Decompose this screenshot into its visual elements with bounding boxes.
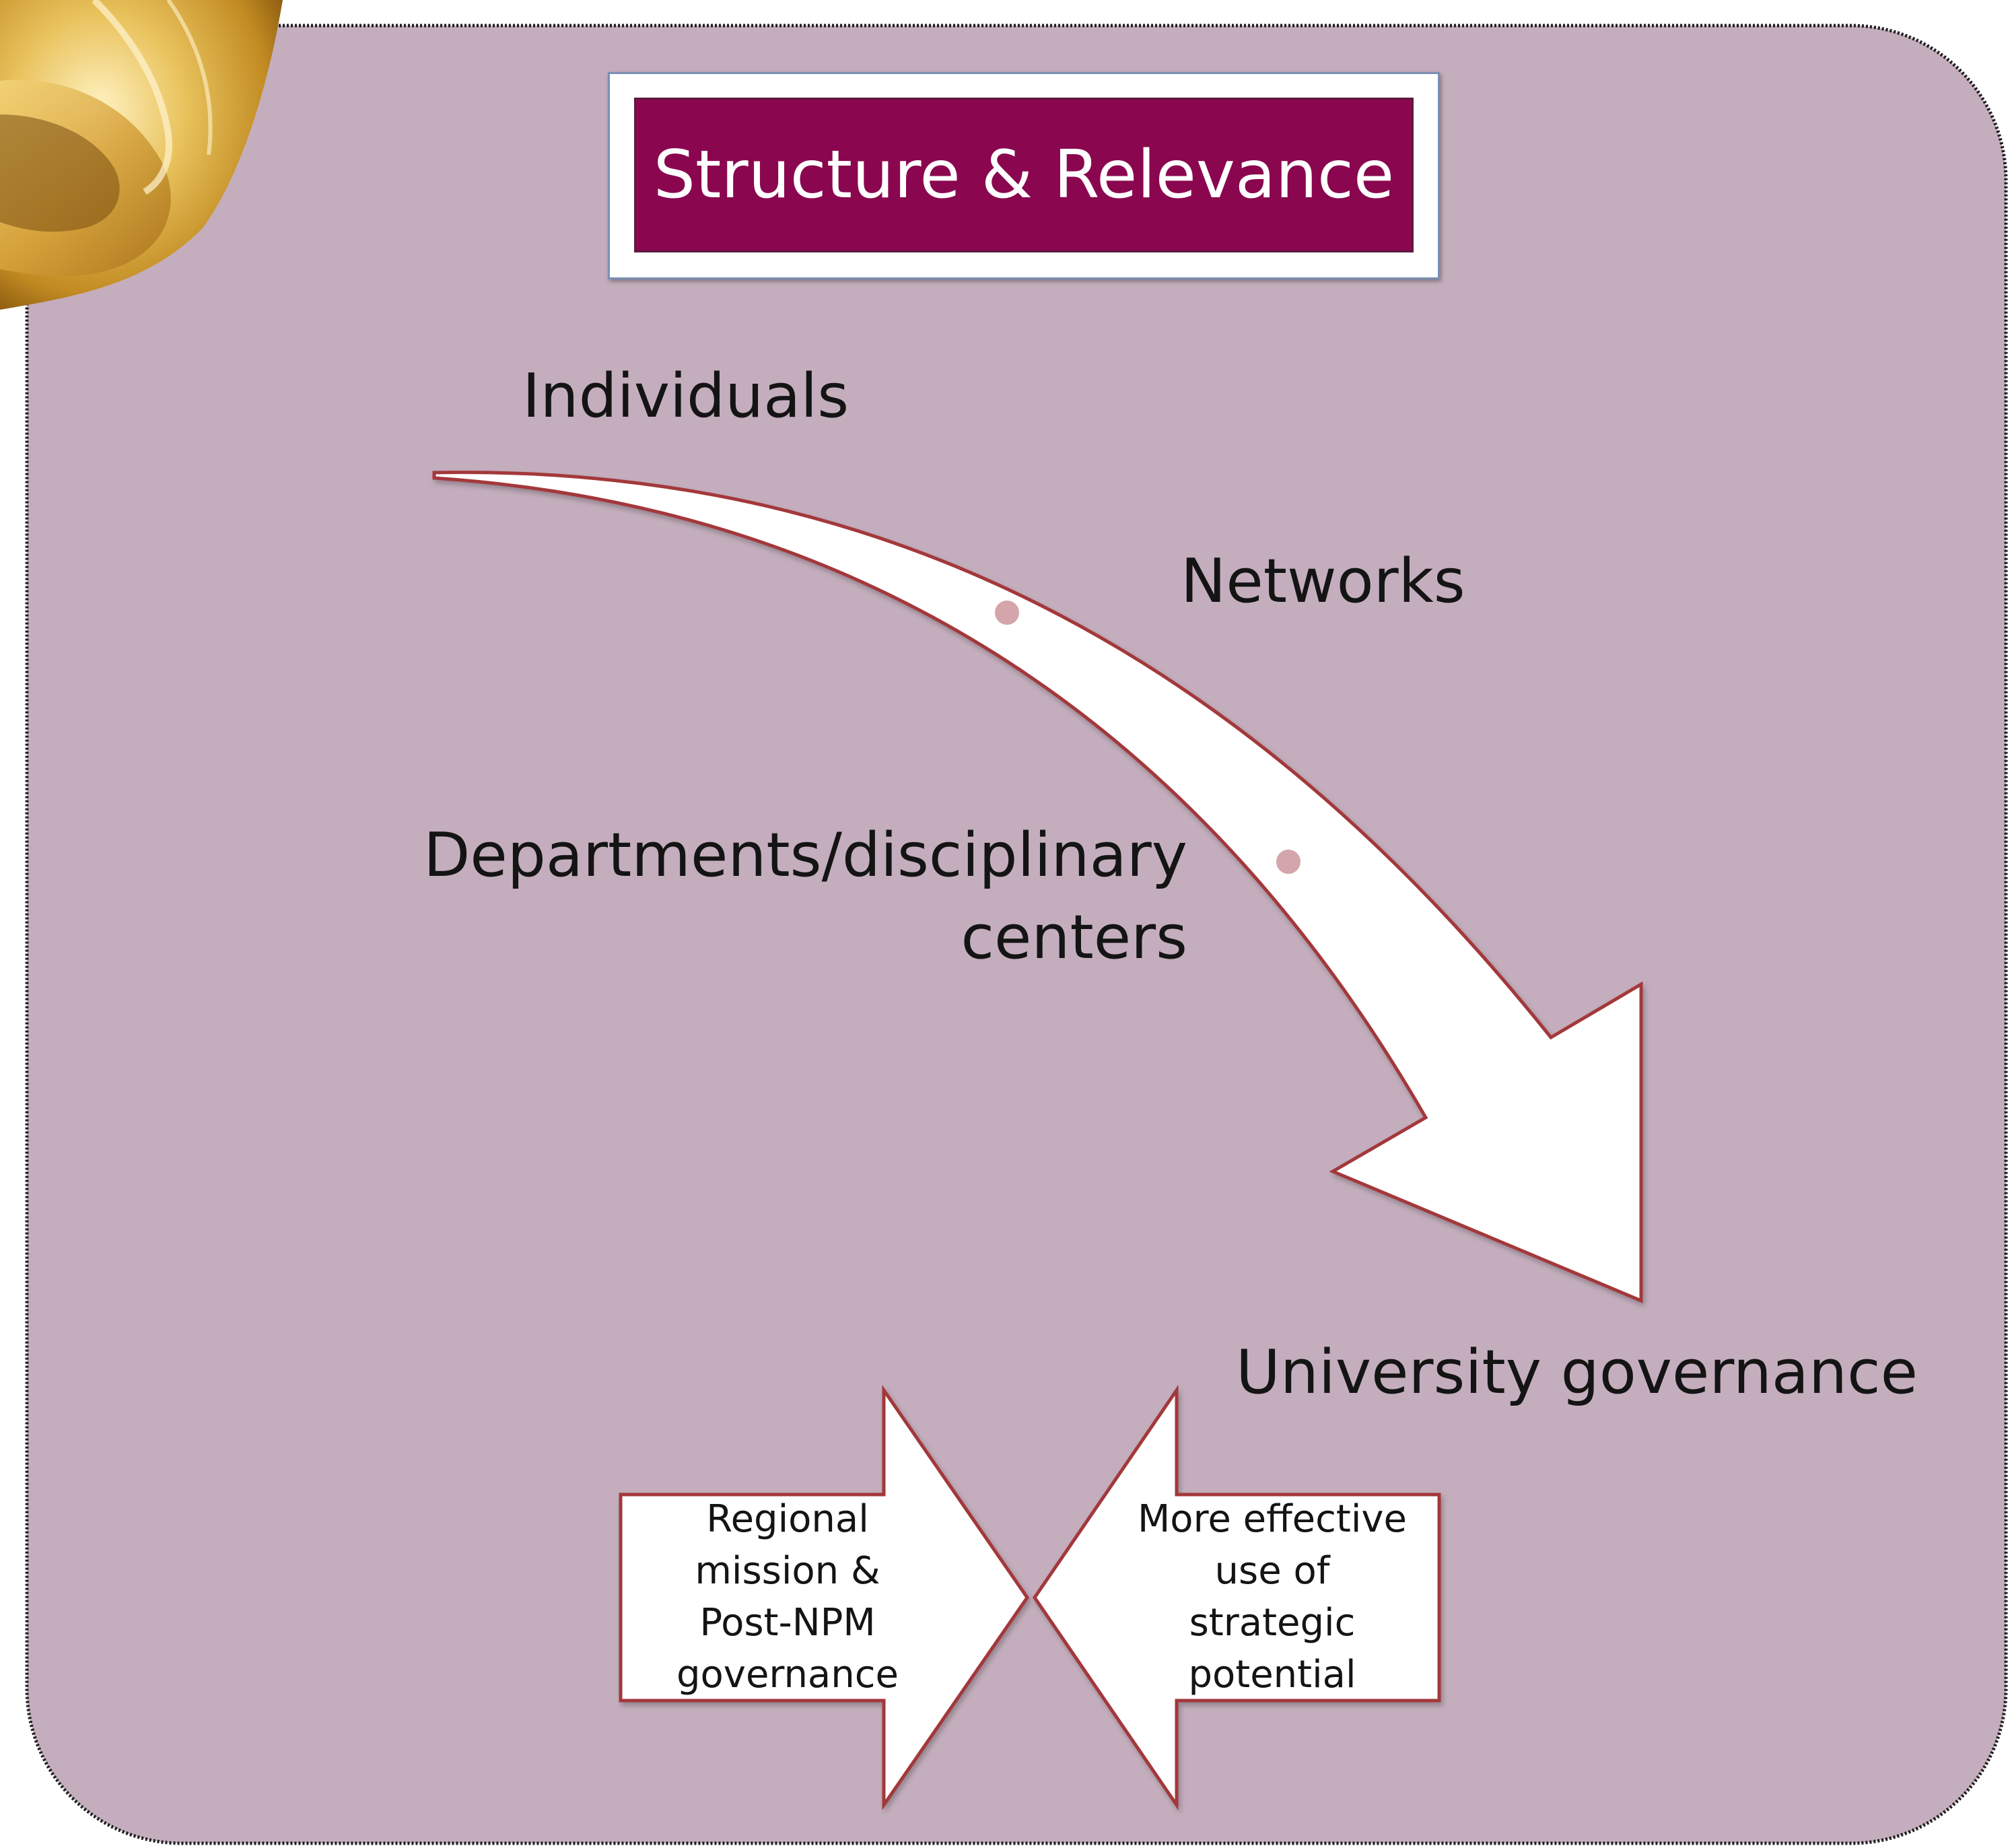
label-networks: Networks <box>1181 546 1465 617</box>
left-arrow-line-3: Post-NPM <box>699 1601 876 1645</box>
right-arrow-line-3: strategic <box>1189 1601 1356 1645</box>
right-arrow-line-2: use of <box>1214 1549 1330 1593</box>
left-arrow-line-2: mission & <box>695 1549 880 1593</box>
flow-dot-departments <box>1272 846 1305 878</box>
right-arrow-text: More effective use of strategic potentia… <box>1111 1493 1434 1701</box>
right-arrow-line-1: More effective <box>1137 1497 1407 1541</box>
right-block-arrow <box>1032 1384 1441 1811</box>
gold-ornament-icon <box>0 0 283 310</box>
left-arrow-line-4: governance <box>677 1653 899 1697</box>
page-title: Structure & Relevance <box>653 137 1395 213</box>
left-arrow-text: Regional mission & Post-NPM governance <box>626 1493 949 1701</box>
curved-flow-arrow <box>432 471 1643 1303</box>
label-departments: Departments/disciplinary centers <box>423 815 1187 979</box>
label-university-governance: University governance <box>1236 1337 1918 1408</box>
left-arrow-line-1: Regional <box>706 1497 869 1541</box>
label-individuals: Individuals <box>522 361 849 432</box>
flow-dot-networks <box>991 596 1023 629</box>
label-departments-line2: centers <box>961 902 1187 973</box>
right-arrow-line-4: potential <box>1188 1653 1356 1697</box>
left-block-arrow <box>619 1384 1030 1811</box>
title-banner: Structure & Relevance <box>634 98 1414 252</box>
label-departments-line1: Departments/disciplinary <box>423 820 1187 891</box>
